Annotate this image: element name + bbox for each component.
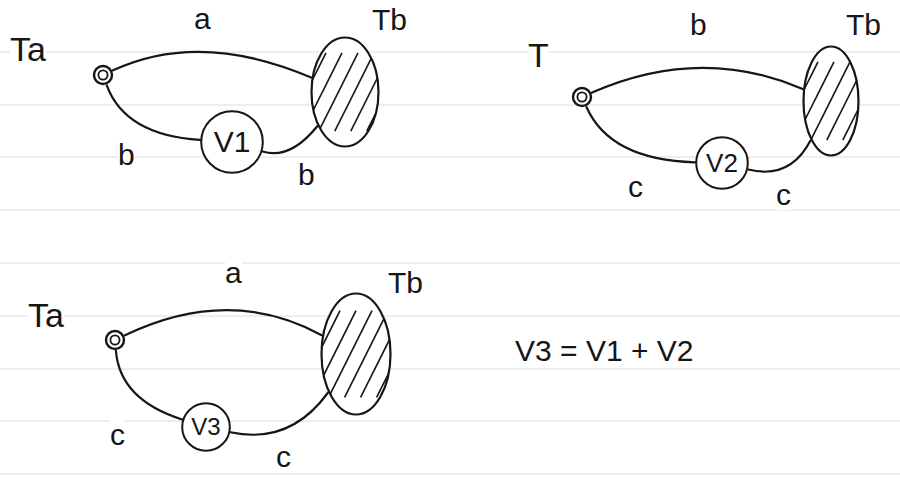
node-outline xyxy=(571,86,593,108)
graph-edge xyxy=(113,52,311,78)
subtree-blob: Tb xyxy=(320,292,392,416)
subtree-blob: Tb xyxy=(802,45,860,157)
node-outline xyxy=(104,329,126,351)
edge-label: b xyxy=(118,140,135,170)
node-outline xyxy=(310,36,380,148)
node-heading: Ta xyxy=(10,32,46,66)
vertex-circle: V2 xyxy=(695,136,749,190)
edge-label: b xyxy=(690,10,707,40)
graph-edge xyxy=(586,107,695,162)
edge-label: a xyxy=(225,258,242,288)
vertex-circle-outline xyxy=(696,137,748,189)
graph-edge xyxy=(116,351,182,420)
edge-label: c xyxy=(276,442,291,472)
edge-label: c xyxy=(776,180,791,210)
vertex-circle: V3 xyxy=(181,402,231,452)
vertex-circle: V1 xyxy=(200,110,264,174)
vertex-dot-inner xyxy=(577,92,586,101)
edge-label: c xyxy=(628,172,643,202)
vertex-dot xyxy=(94,66,112,84)
equation-note: V3 = V1 + V2 xyxy=(515,336,693,366)
edge-label: c xyxy=(110,420,125,450)
node-outline xyxy=(802,45,860,157)
node-heading: Tb xyxy=(388,268,423,298)
edge-label: a xyxy=(194,4,211,34)
vertex-circle-outline xyxy=(182,403,230,451)
graph-edge xyxy=(592,68,803,93)
node-heading: T xyxy=(528,38,549,72)
node-heading: Tb xyxy=(846,10,881,40)
vertex-label: V3 xyxy=(191,415,220,439)
node-heading: Tb xyxy=(372,5,407,35)
graph-vertex: Ta xyxy=(92,64,114,86)
blob-outline xyxy=(804,47,859,156)
node-outline xyxy=(92,64,114,86)
subtree-blob: Tb xyxy=(310,36,380,148)
vertex-label: V1 xyxy=(214,127,251,157)
node-outline xyxy=(320,292,392,416)
node-heading: Ta xyxy=(28,298,64,332)
graph-edge xyxy=(107,85,200,140)
vertex-label: V2 xyxy=(706,150,738,176)
vertex-dot-inner xyxy=(98,70,107,79)
hatching xyxy=(153,311,500,398)
graph-edge xyxy=(125,310,322,335)
graph-edge xyxy=(230,393,327,435)
graph-edge xyxy=(263,126,318,153)
graph-edge xyxy=(748,141,810,172)
vertex-circle-outline xyxy=(201,111,263,173)
hatching xyxy=(651,62,900,140)
vertex-dot xyxy=(573,88,591,106)
vertex-dot xyxy=(106,331,124,349)
graph-vertex: T xyxy=(571,86,593,108)
edge-label: b xyxy=(298,160,315,190)
graph-vertex: Ta xyxy=(104,329,126,351)
vertex-dot-inner xyxy=(110,335,119,344)
hatching xyxy=(159,53,486,131)
